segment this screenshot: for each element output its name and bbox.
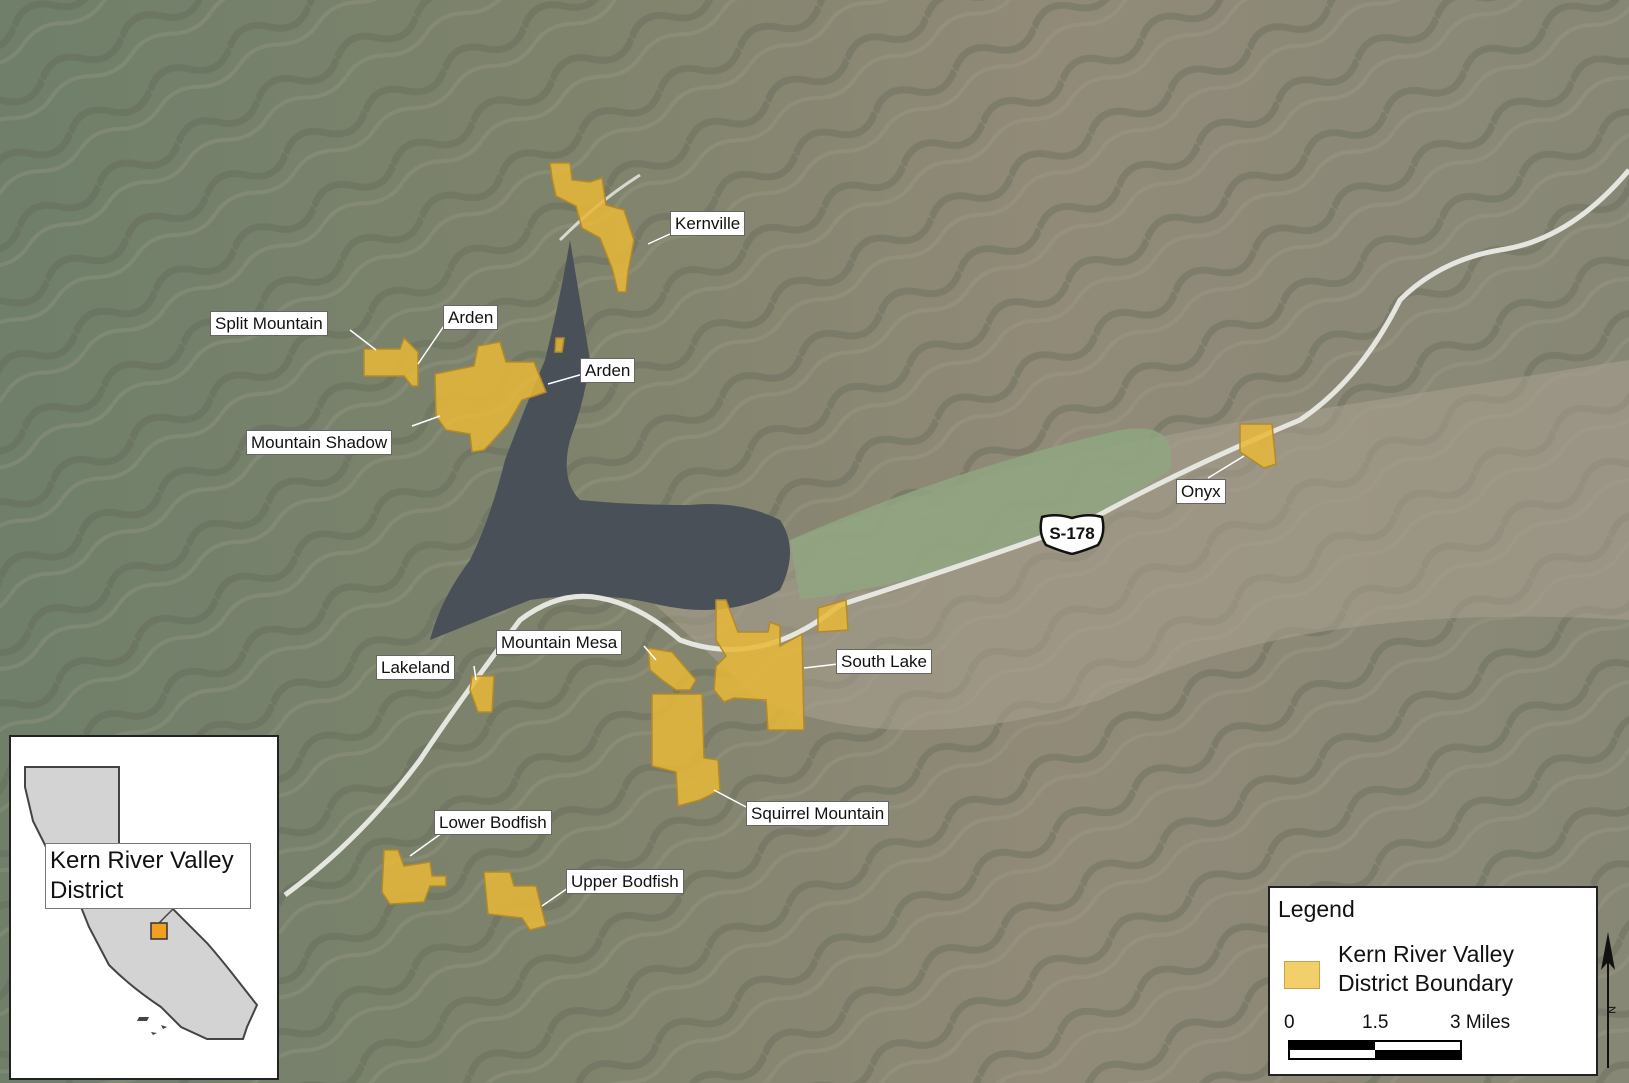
north-arrow: N (1598, 930, 1618, 1075)
scale-tick: 1.5 (1362, 1012, 1389, 1033)
district-south-lake-east (817, 599, 849, 633)
label-arden: Arden (580, 358, 636, 383)
district-arden (434, 341, 547, 453)
district-kernville (549, 162, 635, 293)
label-kernville: Kernville (670, 211, 746, 236)
label-mountain-mesa: Mountain Mesa (496, 630, 623, 655)
scale-bar (1288, 1040, 1462, 1060)
scale-tick: 3 Miles (1450, 1012, 1511, 1033)
legend-title: Legend (1278, 896, 1355, 922)
north-label: N (1605, 1006, 1617, 1014)
district-upper-bodfish (483, 871, 547, 931)
district-split-mountain (363, 336, 419, 387)
label-squirrel-mountain: Squirrel Mountain (746, 801, 890, 826)
district-lakeland (469, 675, 495, 713)
legend-item: Kern River Valley District Boundary (1338, 941, 1514, 996)
label-south-lake: South Lake (836, 649, 933, 674)
district-onyx (1239, 423, 1277, 469)
leader-lines (349, 233, 1245, 907)
highway-shield-text: S-178 (1049, 524, 1095, 543)
label-split-mountain: Split Mountain (210, 311, 328, 336)
legend: Legend Kern River Valley District Bounda… (1268, 886, 1598, 1076)
district-lower-bodfish (381, 849, 447, 905)
label-arden: Arden (443, 305, 499, 330)
north-arrow-icon: N (1601, 932, 1617, 1068)
district-mountain-mesa (647, 647, 697, 691)
label-onyx: Onyx (1176, 479, 1226, 504)
district-south-lake (713, 599, 805, 731)
legend-swatch (1284, 961, 1320, 989)
label-lakeland: Lakeland (376, 655, 456, 680)
scale-tick: 0 (1284, 1012, 1295, 1033)
inset-map: Kern River Valley District (9, 735, 279, 1080)
label-upper-bodfish: Upper Bodfish (566, 869, 684, 894)
district-arden-small (554, 337, 565, 353)
district-boundaries (363, 162, 1277, 931)
label-mountain-shadow: Mountain Shadow (246, 430, 393, 455)
inset-label: Kern River Valley District (45, 843, 251, 909)
label-lower-bodfish: Lower Bodfish (434, 810, 552, 835)
shield-icon (1039, 514, 1105, 556)
highway-shield: S-178 (1038, 513, 1106, 556)
inset-district-marker (150, 922, 168, 940)
district-squirrel-mountain (651, 693, 721, 807)
